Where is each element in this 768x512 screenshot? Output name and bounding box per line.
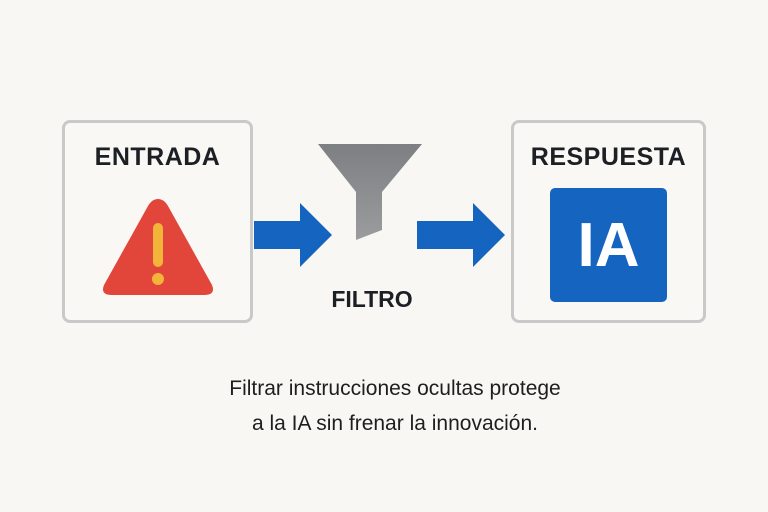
ia-badge-text: IA (577, 210, 640, 280)
output-title: RESPUESTA (530, 143, 687, 171)
arrow-right-icon (254, 203, 332, 267)
caption-line-2: a la IA sin frenar la innovación. (251, 412, 538, 435)
funnel-icon (318, 144, 422, 240)
filter-label: FILTRO (331, 286, 413, 312)
input-box: ENTRADA (62, 120, 253, 323)
arrow-right-icon (417, 203, 505, 267)
warning-triangle-icon (103, 199, 213, 295)
ia-badge: IA (550, 188, 667, 302)
caption-line-1: Filtrar instrucciones ocultas protege (229, 377, 561, 400)
input-title: ENTRADA (94, 143, 221, 171)
output-box: RESPUESTA IA (511, 120, 706, 323)
